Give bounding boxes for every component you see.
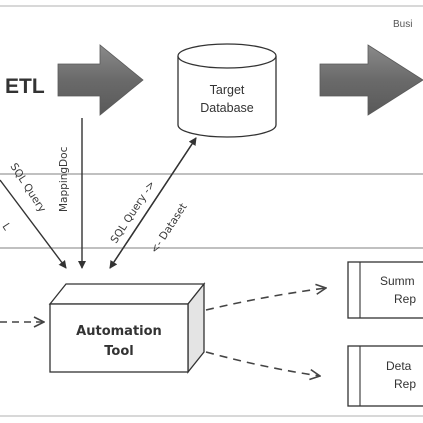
etl-to-database-arrow — [57, 44, 144, 116]
target-database: Target Database — [177, 43, 277, 138]
tool-to-detail-dashed-arrow — [205, 351, 320, 376]
summary-report-box: Summ Rep — [347, 261, 423, 319]
automation-tool-label-line1: Automation — [76, 324, 162, 339]
left-edge-label: L — [0, 221, 13, 233]
database-to-business-arrow — [319, 44, 423, 116]
automation-tool-label-line2: Tool — [104, 344, 133, 359]
automation-tool-box: Automation Tool — [48, 282, 206, 374]
tool-to-summary-dashed-arrow — [205, 288, 326, 311]
detail-report-line2: Rep — [394, 377, 416, 391]
left-sql-query-arrow — [0, 179, 67, 269]
left-sql-query-label: SQL Query — [7, 161, 48, 215]
business-label: Busi — [393, 19, 412, 30]
database-label-line2: Database — [200, 101, 254, 115]
dataset-to-tool-arrow — [109, 137, 197, 269]
etl-label: ETL — [5, 75, 45, 98]
detail-report-box: Deta Rep — [347, 345, 423, 407]
detail-report-line1: Deta — [386, 359, 412, 373]
sql-query-right-label: SQL Query -> — [108, 179, 157, 246]
summary-report-line2: Rep — [394, 292, 416, 306]
database-label-line1: Target — [210, 83, 245, 97]
mapping-doc-label: MappingDoc — [58, 146, 70, 212]
outer-frame — [0, 5, 423, 417]
summary-report-line1: Summ — [380, 274, 415, 288]
